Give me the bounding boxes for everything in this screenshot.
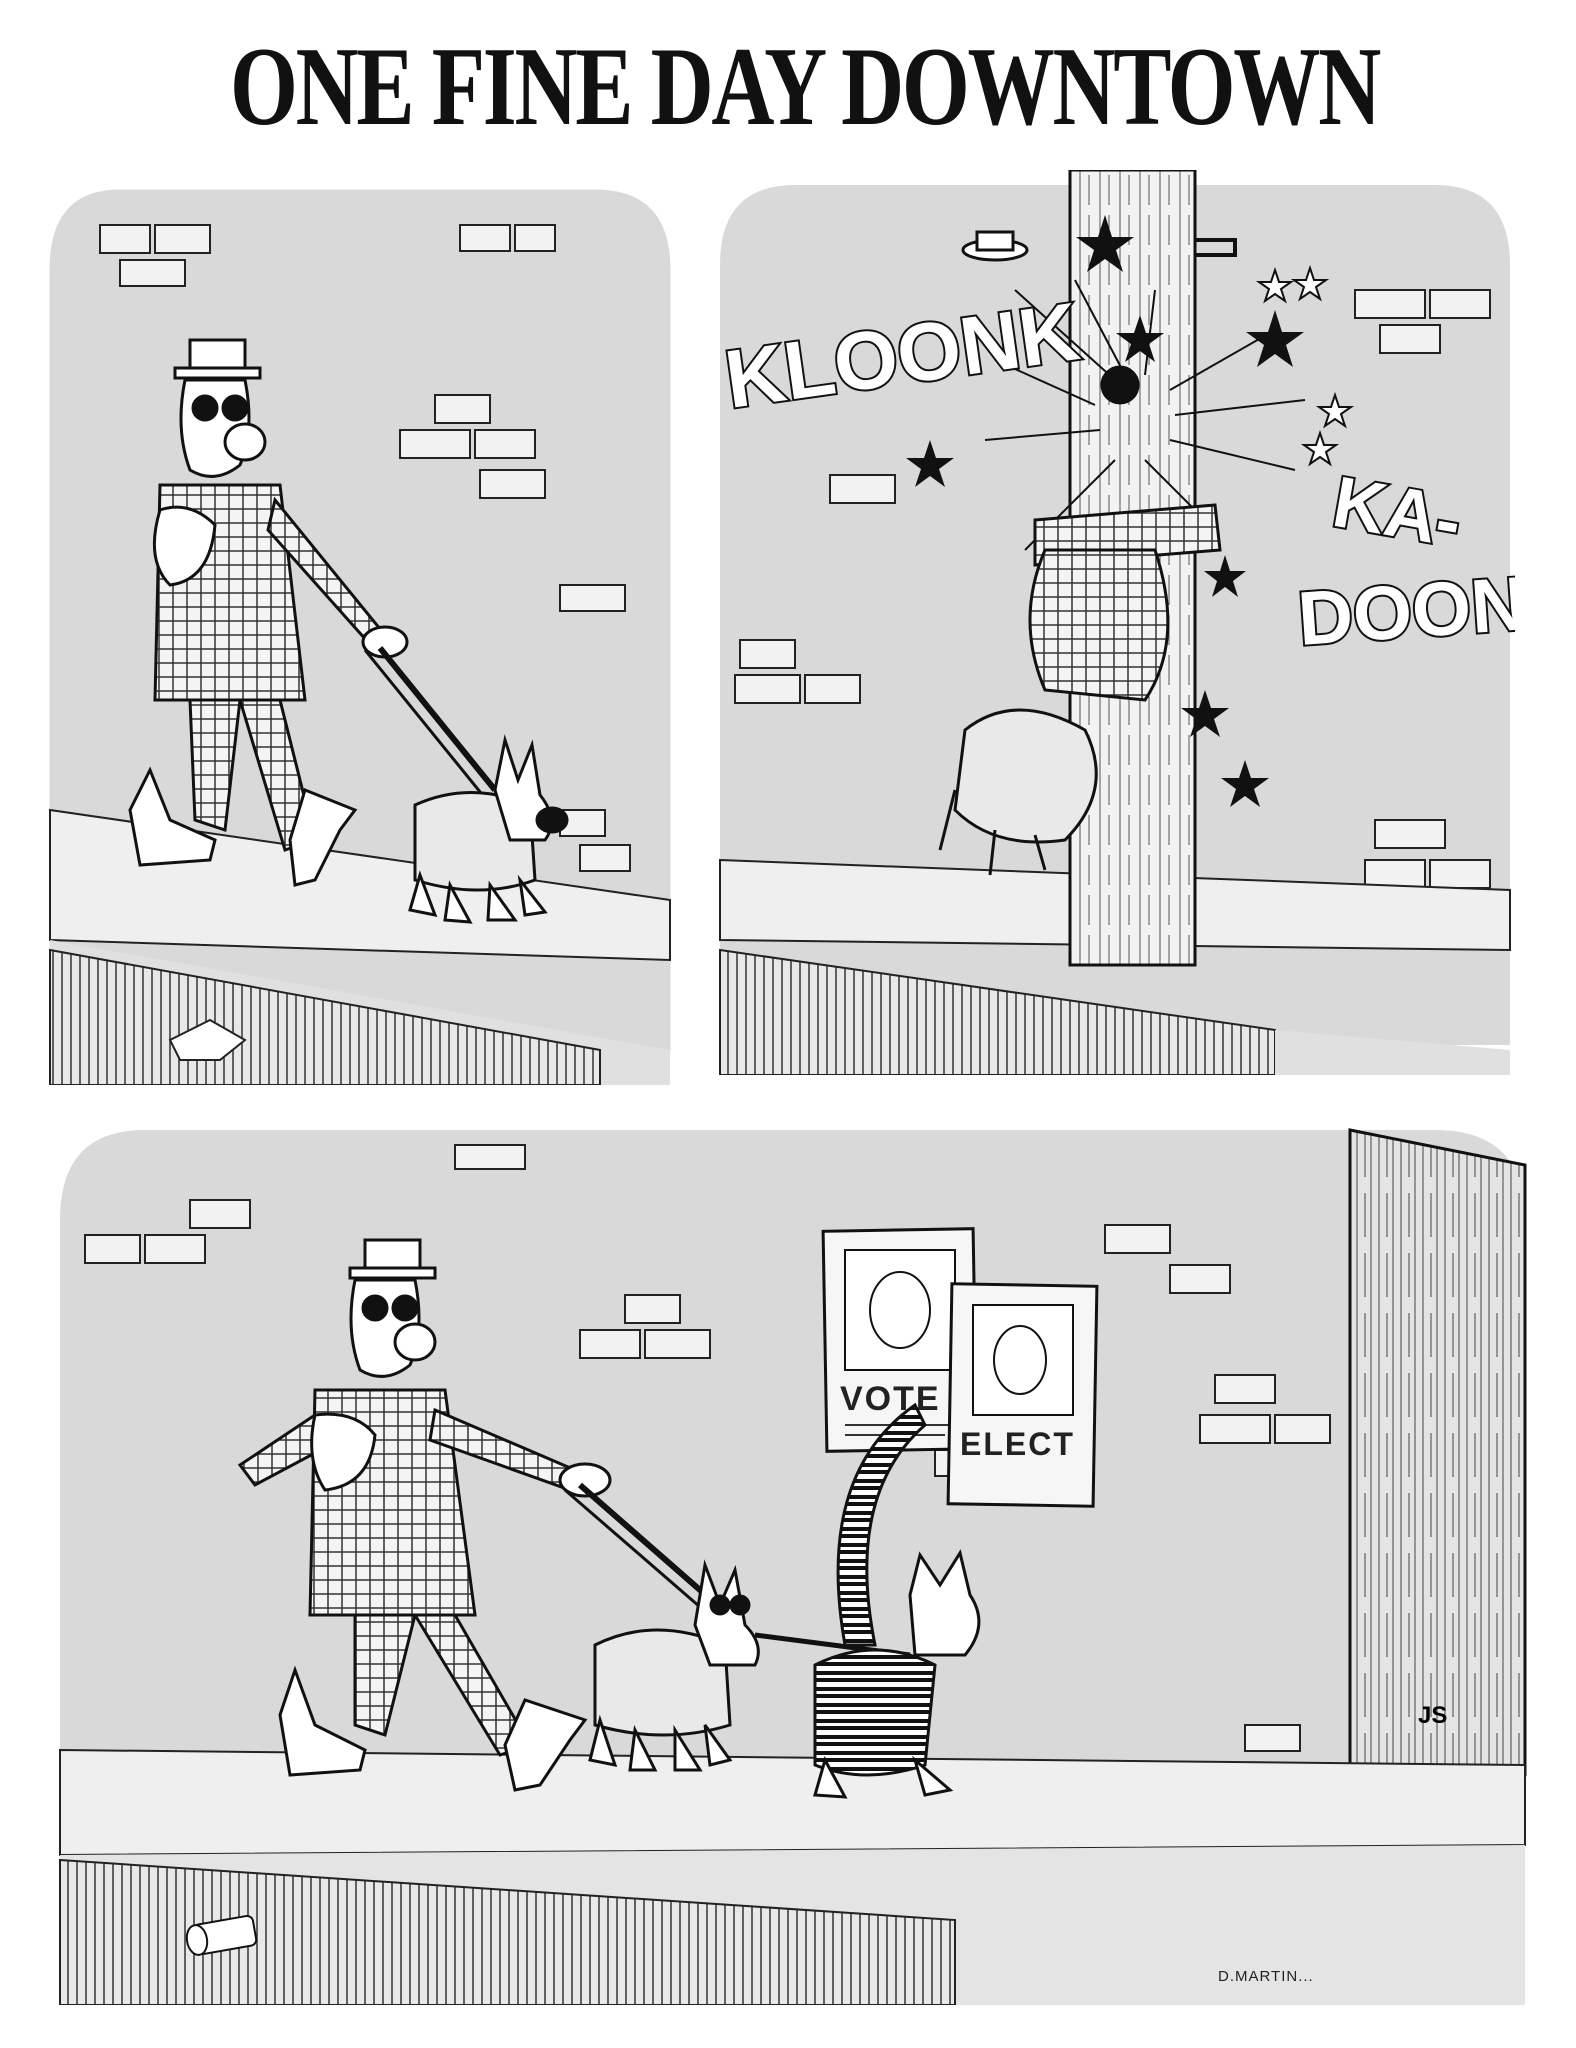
vote-poster: VOTE bbox=[821, 1227, 979, 1453]
guide-dog-figure bbox=[408, 734, 569, 924]
panel-3: VOTE ELECT bbox=[55, 1125, 1530, 2005]
poster-vote-text: VOTE bbox=[840, 1380, 941, 1418]
panel-3-art: VOTE ELECT bbox=[59, 1128, 1527, 2005]
artist-initials: JS bbox=[1418, 1702, 1448, 1729]
panel-2-art: KLOONK KA- DOONK bbox=[718, 170, 1515, 1075]
crash-pileup bbox=[938, 365, 1222, 876]
blind-man-figure bbox=[128, 338, 409, 887]
panel-1 bbox=[40, 180, 675, 1085]
panel-1-art bbox=[49, 189, 671, 1085]
blind-man-figure-panel-3 bbox=[237, 1238, 612, 1792]
discarded-can bbox=[185, 1914, 258, 1956]
panel-2: KLOONK KA- DOONK bbox=[715, 170, 1515, 1075]
elect-poster: ELECT bbox=[946, 1282, 1099, 1508]
artist-signature: D.MARTIN... bbox=[1218, 1968, 1314, 1985]
poster-elect-text: ELECT bbox=[960, 1426, 1075, 1462]
guide-dog-figure-panel-3 bbox=[588, 1559, 760, 1772]
comic-title: ONE FINE DAY DOWNTOWN bbox=[230, 25, 1381, 149]
cat-figure bbox=[813, 1402, 981, 1799]
